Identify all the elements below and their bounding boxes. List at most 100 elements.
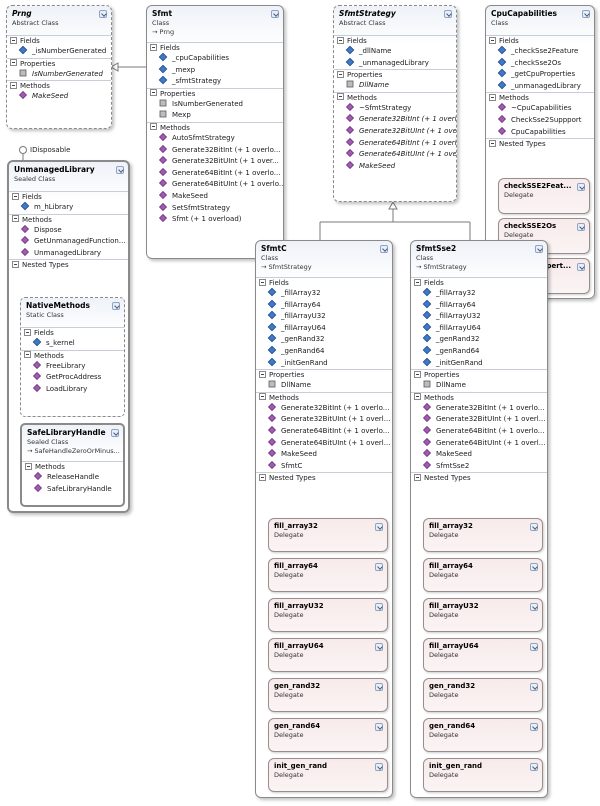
class-sfmtc[interactable]: SfmtC Class → SfmtStrategy Fields _fillA… (255, 240, 393, 798)
method-item[interactable]: Generate64BitUInt (+ 1 overl... (256, 437, 392, 450)
method-item[interactable]: MakeSeed (7, 91, 111, 103)
field-item[interactable]: _genRand64 (256, 345, 392, 358)
field-item[interactable]: _cpuCapabilities (147, 53, 283, 65)
method-item[interactable]: SfmtSse2 (411, 460, 547, 473)
expand-icon[interactable] (375, 523, 383, 531)
method-item[interactable]: Generate64BitUInt (+ 1 over... (334, 149, 456, 161)
property-item[interactable]: DllName (334, 80, 456, 92)
field-item[interactable]: _fillArray32 (411, 288, 547, 300)
expand-icon[interactable] (375, 563, 383, 571)
field-item[interactable]: _genRand64 (411, 345, 547, 358)
method-item[interactable]: Sfmt (+ 1 overload) (147, 214, 283, 226)
method-item[interactable]: AutoSfmtStrategy (147, 133, 283, 145)
field-item[interactable]: s_kernel (21, 338, 124, 350)
expand-icon[interactable] (375, 723, 383, 731)
method-item[interactable]: ~SfmtStrategy (334, 102, 456, 115)
method-item[interactable]: SafeLibraryHandle (22, 483, 123, 496)
method-item[interactable]: GetProcAddress (21, 372, 124, 384)
expand-icon[interactable] (530, 763, 538, 771)
field-item[interactable]: m_hLibrary (9, 202, 128, 214)
expand-icon[interactable] (577, 183, 585, 191)
field-item[interactable]: _mexp (147, 64, 283, 77)
expand-icon[interactable] (375, 643, 383, 651)
section-methods[interactable]: Methods (147, 121, 283, 133)
field-item[interactable]: _sfmtStrategy (147, 76, 283, 88)
section-fields[interactable]: Fields (7, 35, 111, 46)
method-item[interactable]: MakeSeed (256, 449, 392, 461)
property-item[interactable]: DllName (256, 380, 392, 392)
field-item[interactable]: _unmanagedLibrary (334, 57, 456, 70)
method-item[interactable]: Generate32BitUInt (+ 1 overl... (256, 414, 392, 426)
method-item[interactable]: UnmanagedLibrary (9, 247, 128, 260)
section-properties[interactable]: Properties (256, 369, 392, 380)
collapse-icon[interactable] (99, 10, 107, 18)
section-methods[interactable]: Methods (22, 461, 123, 472)
property-item[interactable]: IsNumberGenerated (7, 69, 111, 81)
class-safelibraryhandle[interactable]: SafeLibraryHandle Sealed Class → SafeHan… (20, 423, 125, 507)
property-item[interactable]: DllName (411, 380, 547, 392)
method-item[interactable]: Generate64BitUInt (+ 1 overlo... (147, 179, 283, 191)
expand-icon[interactable] (375, 763, 383, 771)
field-item[interactable]: _fillArray32 (256, 288, 392, 300)
method-item[interactable]: ~CpuCapabilities (486, 103, 594, 115)
delegate-checksse2feature[interactable]: checkSSE2Feat...Delegate (498, 178, 590, 214)
method-item[interactable]: Dispose (9, 224, 128, 237)
section-methods[interactable]: Methods (411, 391, 547, 403)
method-item[interactable]: SfmtC (256, 460, 392, 473)
field-item[interactable]: _fillArrayU64 (411, 322, 547, 335)
property-item[interactable]: Mexp (147, 110, 283, 122)
section-fields[interactable]: Fields (9, 191, 128, 202)
section-methods[interactable]: Methods (256, 391, 392, 403)
method-item[interactable]: Generate32BitInt (+ 1 overlo... (147, 144, 283, 157)
section-methods[interactable]: Methods (334, 91, 456, 103)
method-item[interactable]: MakeSeed (411, 449, 547, 461)
expand-icon[interactable] (530, 563, 538, 571)
collapse-icon[interactable] (444, 10, 452, 18)
collapse-icon[interactable] (535, 245, 543, 253)
method-item[interactable]: GetUnmanagedFunction... (9, 236, 128, 248)
class-sfmtstrategy[interactable]: SfmtStrategy Abstract Class Fields _dllN… (333, 5, 457, 202)
section-fields[interactable]: Fields (411, 277, 547, 288)
expand-icon[interactable] (375, 683, 383, 691)
section-properties[interactable]: Properties (147, 87, 283, 99)
field-item[interactable]: _isNumberGenerated (7, 46, 111, 58)
class-sfmtsse2[interactable]: SfmtSse2 Class → SfmtStrategy Fields _fi… (410, 240, 548, 798)
section-properties[interactable]: Properties (334, 69, 456, 80)
method-item[interactable]: MakeSeed (334, 160, 456, 173)
method-item[interactable]: Generate64BitInt (+ 1 overlo... (147, 167, 283, 180)
expand-icon[interactable] (530, 723, 538, 731)
section-nested-types[interactable]: Nested Types (411, 472, 547, 483)
method-item[interactable]: Generate32BitInt (+ 1 overlo... (256, 402, 392, 415)
section-methods[interactable]: Methods (486, 92, 594, 103)
section-methods[interactable]: Methods (7, 80, 111, 91)
expand-icon[interactable] (530, 603, 538, 611)
method-item[interactable]: Generate32BitUInt (+ 1 over... (147, 156, 283, 168)
expand-icon[interactable] (530, 643, 538, 651)
section-nested-types[interactable]: Nested Types (486, 138, 594, 149)
field-item[interactable]: _checkSse2Feature (486, 46, 594, 58)
class-sfmt[interactable]: Sfmt Class → Prng Fields _cpuCapabilitie… (146, 5, 284, 259)
method-item[interactable]: CheckSse2Suppport (486, 115, 594, 127)
section-fields[interactable]: Fields (147, 42, 283, 53)
section-nested-types[interactable]: Nested Types (256, 472, 392, 483)
field-item[interactable]: _dllName (334, 46, 456, 58)
field-item[interactable]: _genRand32 (256, 334, 392, 346)
section-fields[interactable]: Fields (486, 35, 594, 46)
property-item[interactable]: IsNumberGenerated (147, 99, 283, 111)
class-unmanagedlibrary[interactable]: UnmanagedLibrary Sealed Class Fields m_h… (7, 160, 130, 513)
method-item[interactable]: Generate32BitInt (+ 1 overlo... (411, 402, 547, 415)
method-item[interactable]: Generate64BitInt (+ 1 overlo... (411, 425, 547, 438)
method-item[interactable]: Generate32BitUInt (+ 1 overl... (411, 414, 547, 426)
class-prng[interactable]: Prng Abstract Class Fields _isNumberGene… (6, 5, 112, 129)
method-item[interactable]: Generate64BitUInt (+ 1 overl... (411, 437, 547, 450)
